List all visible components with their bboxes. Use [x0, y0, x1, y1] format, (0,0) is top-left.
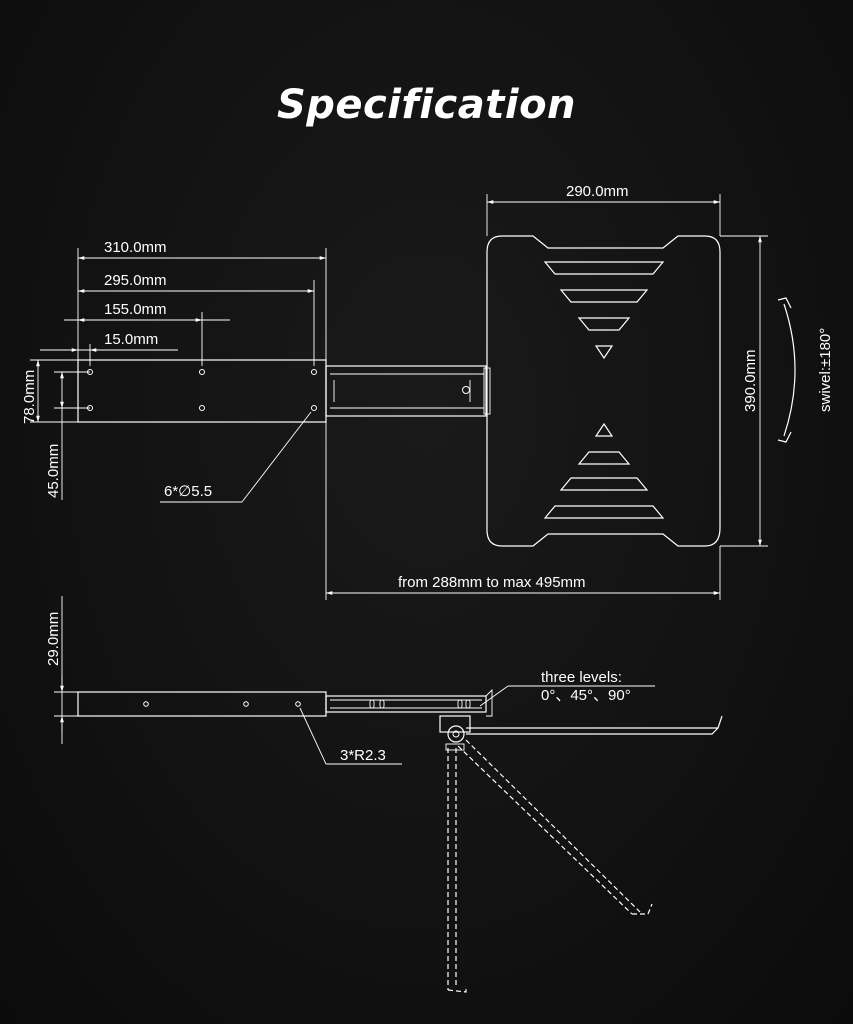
extension-label: from 288mm to max 495mm: [398, 574, 586, 591]
hinge-icon: [439, 715, 471, 751]
tray-level-90: [447, 748, 467, 993]
vent-slot: [577, 317, 631, 331]
vent-slot: [559, 477, 649, 491]
mount-hole: [311, 405, 317, 411]
mount-hole: [199, 405, 205, 411]
side-hole: [243, 701, 249, 707]
mount-hole: [311, 369, 317, 375]
vent-slot: [594, 345, 614, 360]
plate-height-label: 390.0mm: [742, 349, 759, 412]
vent-slot: [543, 261, 665, 275]
dim-15-label: 15.0mm: [104, 331, 158, 348]
dim-155-label: 155.0mm: [104, 301, 167, 318]
holes-label: 6*∅5.5: [164, 483, 212, 500]
side-slide: [325, 695, 487, 713]
levels-title: three levels:: [541, 669, 622, 686]
vent-slot: [559, 289, 649, 303]
dim-310-label: 310.0mm: [104, 239, 167, 256]
mount-hole: [199, 369, 205, 375]
dim-45-label: 45.0mm: [45, 444, 62, 498]
side-hole: [143, 701, 149, 707]
side-view: 29.0mm 3*R2.3 three levels: 0°、45°、90°: [45, 596, 723, 993]
slide-hole: [462, 386, 470, 394]
page-title: Specification: [276, 82, 577, 128]
dim-78-label: 78.0mm: [21, 370, 38, 424]
dim-295-label: 295.0mm: [104, 272, 167, 289]
swivel-arc-icon: [783, 303, 796, 437]
dim-29-label: 29.0mm: [45, 612, 62, 666]
side-base-rail: [77, 691, 327, 717]
swivel-label: swivel:±180°: [817, 328, 834, 412]
tray-level-45: [457, 739, 653, 915]
side-hole: [295, 701, 301, 707]
slide-rail: [325, 365, 487, 417]
tray-plate: [486, 235, 721, 547]
plate-width-label: 290.0mm: [566, 183, 629, 200]
levels-values: 0°、45°、90°: [541, 687, 631, 704]
vent-slot: [543, 505, 665, 519]
radius-label: 3*R2.3: [340, 747, 386, 764]
tray-level-0: [466, 715, 723, 735]
top-view: 310.0mm 295.0mm 155.0mm 15.0mm 78.0mm 45…: [21, 183, 834, 600]
vent-slot: [594, 422, 614, 437]
vent-slot: [577, 451, 631, 465]
